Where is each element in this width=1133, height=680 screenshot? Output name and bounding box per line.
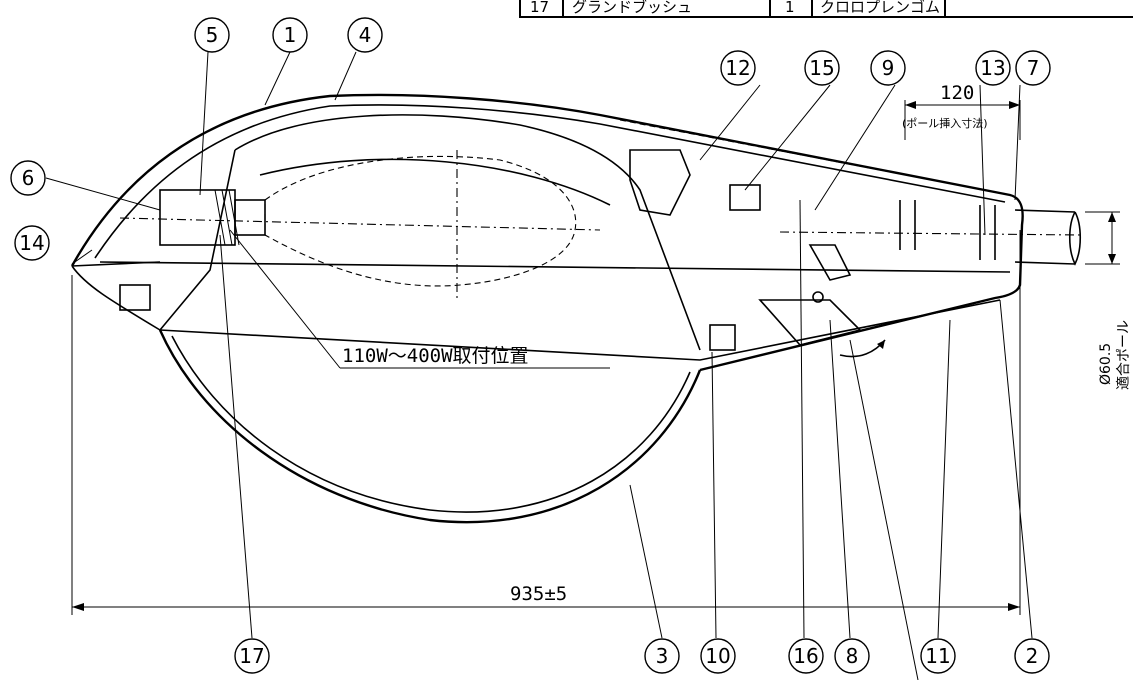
- svg-text:7: 7: [1027, 56, 1040, 80]
- latch-block: [709, 324, 736, 351]
- svg-text:1: 1: [284, 23, 297, 47]
- table-material: クロロプレンゴム: [820, 0, 940, 16]
- callout-15: 15: [804, 50, 840, 86]
- pole-diameter-dimension: Ø60.5 適合ポール: [1085, 211, 1132, 390]
- overall-dimension: 935±5: [71, 230, 1021, 615]
- leader-lines: [45, 51, 1033, 680]
- parts-table-row: 17 グランドブッシュ 1 クロロプレンゴム: [519, 0, 1133, 18]
- rotation-arrow: [839, 339, 886, 358]
- front-tip: [71, 261, 161, 331]
- base-line: [99, 261, 1011, 273]
- cover-hidden-line: [619, 119, 1011, 196]
- hinge-lever: [758, 244, 862, 346]
- lamp-axis: [119, 217, 601, 231]
- svg-text:5: 5: [206, 23, 219, 47]
- svg-text:2: 2: [1026, 644, 1039, 668]
- rotation-arrowhead: [877, 340, 885, 349]
- svg-text:14: 14: [19, 231, 44, 255]
- lower-globe-inner: [171, 335, 691, 513]
- insert-dimension: 120 (ポール挿入寸法): [902, 82, 1021, 140]
- pole-diameter-label: Ø60.5: [1098, 343, 1114, 385]
- lamp-neck: [234, 199, 266, 236]
- callout-8: 8: [834, 638, 870, 674]
- svg-text:3: 3: [656, 644, 669, 668]
- lower-globe: [158, 329, 702, 524]
- svg-text:12: 12: [725, 56, 750, 80]
- callout-6: 6: [10, 160, 46, 196]
- reflector-curve: [259, 158, 611, 206]
- callout-7: 7: [1015, 50, 1051, 86]
- svg-text:4: 4: [359, 23, 372, 47]
- callout-12: 12: [720, 50, 756, 86]
- pole-clamp-bracket: [629, 149, 691, 216]
- table-no: 17: [530, 0, 549, 16]
- table-part-name: グランドブッシュ: [572, 0, 692, 16]
- table-qty: 1: [785, 0, 795, 16]
- callout-3: 3: [644, 638, 680, 674]
- gasket-hatch: [214, 189, 240, 246]
- front-latch: [119, 284, 151, 311]
- lamp-position-leader: [229, 229, 341, 369]
- upper-cover-inner: [94, 104, 1006, 259]
- frame-line: [159, 299, 1001, 361]
- svg-text:17: 17: [239, 644, 264, 668]
- callout-14: 14: [14, 225, 50, 261]
- callout-2: 2: [1014, 638, 1050, 674]
- ballast-block: [729, 184, 761, 211]
- clamp-bolts: [899, 200, 996, 260]
- callout-1: 1: [272, 17, 308, 53]
- insert-note: (ポール挿入寸法): [902, 116, 988, 130]
- svg-text:11: 11: [925, 644, 950, 668]
- svg-text:8: 8: [846, 644, 859, 668]
- lamp-bulb: [264, 155, 577, 287]
- callout-5: 5: [194, 17, 230, 53]
- hinge-pin: [812, 291, 824, 303]
- pole-axis: [779, 231, 1081, 236]
- overall-length-label: 935±5: [510, 583, 567, 605]
- svg-text:13: 13: [980, 56, 1005, 80]
- callout-10: 10: [700, 638, 736, 674]
- pole-note: 適合ポール: [1115, 320, 1132, 390]
- callout-4: 4: [347, 17, 383, 53]
- lamp-position-label: 110W～400W取付位置: [342, 345, 529, 367]
- svg-text:15: 15: [809, 56, 834, 80]
- svg-text:9: 9: [882, 56, 895, 80]
- callout-11: 11: [920, 638, 956, 674]
- reflector: [159, 114, 701, 351]
- svg-text:16: 16: [793, 644, 818, 668]
- callout-13: 13: [975, 50, 1011, 86]
- svg-text:6: 6: [22, 166, 35, 190]
- callout-17: 17: [234, 638, 270, 674]
- pole-outline: [1014, 209, 1082, 266]
- callout-9: 9: [870, 50, 906, 86]
- callout-16: 16: [788, 638, 824, 674]
- insert-length-label: 120: [940, 82, 974, 104]
- svg-text:10: 10: [705, 644, 730, 668]
